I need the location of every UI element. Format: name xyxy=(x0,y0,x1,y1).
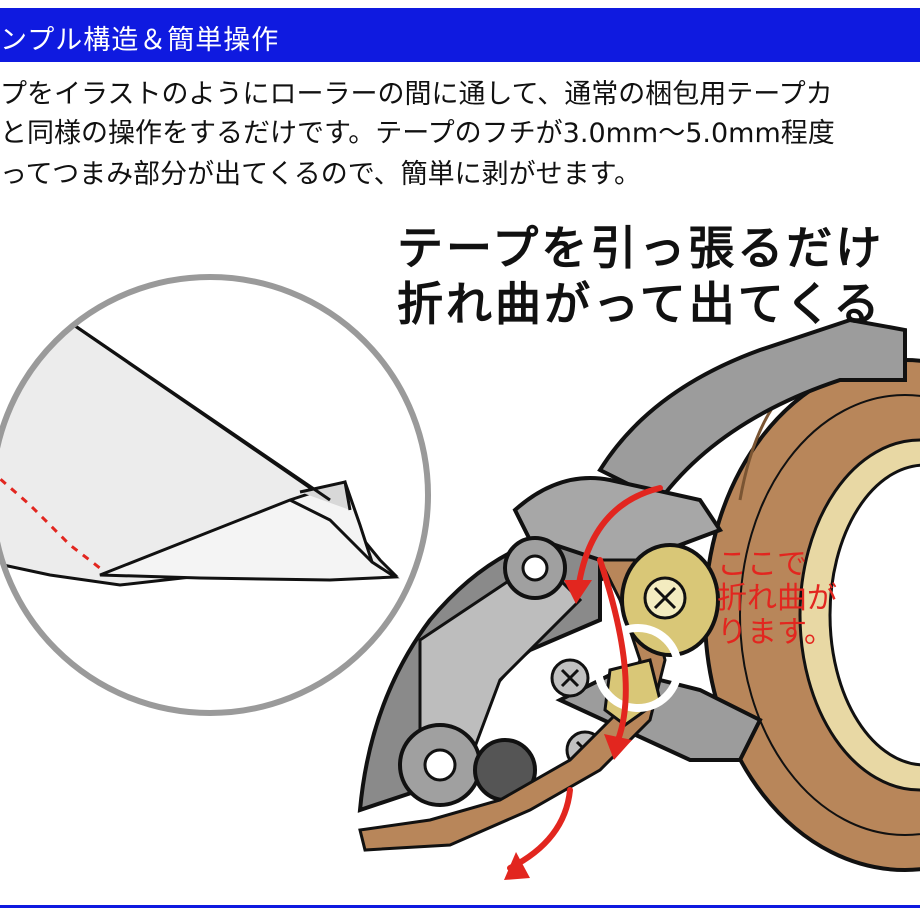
description: プをイラストのようにローラーの間に通して、通常の梱包用テープカ と同様の操作をす… xyxy=(0,72,920,202)
bottom-rule xyxy=(0,905,920,908)
annotation-line-2: 折れ曲が xyxy=(717,581,837,616)
description-line-3: ってつまみ部分が出てくるので、簡単に剥がせます。 xyxy=(0,159,641,190)
fold-line xyxy=(0,468,106,574)
description-line-1: プをイラストのようにローラーの間に通して、通常の梱包用テープカ xyxy=(0,79,833,110)
arrow-head xyxy=(564,580,592,604)
header-bar: ンプル構造＆簡単操作 xyxy=(0,8,920,62)
magnifier-ring xyxy=(0,274,431,716)
header-title: ンプル構造＆簡単操作 xyxy=(0,25,280,56)
description-line-2: と同様の操作をするだけです。テープのフチが3.0mm〜5.0mm程度 xyxy=(0,118,835,149)
headline-line-1: テープを引っ張るだけ xyxy=(397,221,885,275)
arrow-head xyxy=(604,734,632,760)
fold-highlight xyxy=(594,624,682,712)
annotation-line-3: ります。 xyxy=(717,615,834,650)
headline-line-2: 折れ曲がって出てくる xyxy=(397,277,883,331)
magnifier-detail xyxy=(0,274,431,716)
tape-roll xyxy=(703,354,920,872)
arrow-head xyxy=(504,852,530,880)
annotation-line-1: ここで xyxy=(717,547,807,582)
